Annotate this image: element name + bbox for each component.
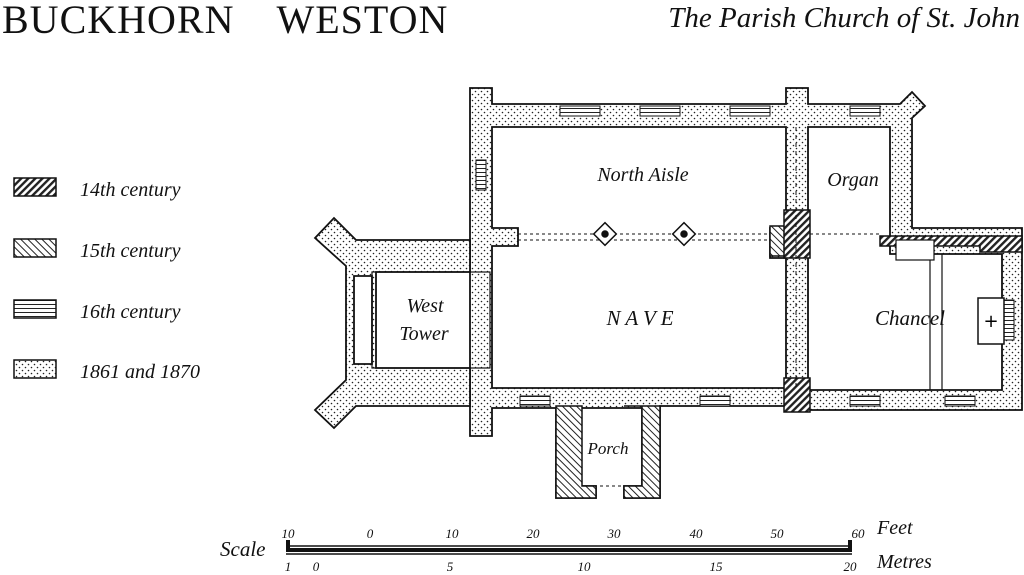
feet-tick-2: 0 xyxy=(367,526,374,541)
label-west-tower-2: Tower xyxy=(399,323,449,345)
feet-tick-1: 10 xyxy=(282,526,296,541)
feet-tick-6: 40 xyxy=(690,526,704,541)
label-organ: Organ xyxy=(827,169,878,191)
place-name-second: WESTON xyxy=(276,0,449,42)
feet-unit: Feet xyxy=(876,517,913,539)
metres-unit: Metres xyxy=(876,551,932,573)
feet-tick-4: 20 xyxy=(527,526,541,541)
label-chancel: Chancel xyxy=(875,306,945,330)
metres-tick-4: 10 xyxy=(578,559,592,574)
feet-tick-5: 30 xyxy=(607,526,622,541)
walls-1861 xyxy=(313,87,1023,499)
altar xyxy=(977,297,1005,345)
metres-tick-1: 1 xyxy=(285,559,292,574)
legend-label-16th: 16th century xyxy=(80,301,181,323)
legend-label-15th: 15th century xyxy=(80,240,181,262)
label-north-aisle: North Aisle xyxy=(596,164,688,186)
place-name-first: BUCKHORN xyxy=(2,0,235,42)
label-nave: N A V E xyxy=(605,306,673,330)
legend-label-1861: 1861 and 1870 xyxy=(80,361,200,383)
legend-swatch-15th xyxy=(13,238,57,258)
chancel-box xyxy=(895,239,935,261)
place-name: BUCKHORN WESTON xyxy=(2,0,448,43)
windows-16th xyxy=(475,105,1015,407)
altar-cross: + xyxy=(983,311,998,332)
metres-tick-6: 20 xyxy=(844,559,858,574)
legend-swatch-1861 xyxy=(13,359,57,379)
label-porch: Porch xyxy=(587,439,629,458)
church-name: The Parish Church of St. John xyxy=(668,2,1020,34)
legend-label-14th: 14th century xyxy=(80,179,181,201)
feet-tick-3: 10 xyxy=(446,526,460,541)
metres-tick-3: 5 xyxy=(447,559,454,574)
metres-tick-2: 0 xyxy=(313,559,320,574)
scale-label: Scale xyxy=(220,537,265,561)
feet-tick-8: 60 xyxy=(852,526,866,541)
metres-tick-5: 15 xyxy=(710,559,724,574)
label-west-tower-1: West xyxy=(406,295,443,317)
legend-swatch-14th xyxy=(13,177,57,197)
arcade-piers xyxy=(592,221,697,247)
scale-bar: Scale 10 0 10 20 30 40 50 60 Feet 1 0 5 … xyxy=(220,517,932,574)
feet-tick-7: 50 xyxy=(771,526,785,541)
legend-swatch-16th xyxy=(13,299,57,319)
